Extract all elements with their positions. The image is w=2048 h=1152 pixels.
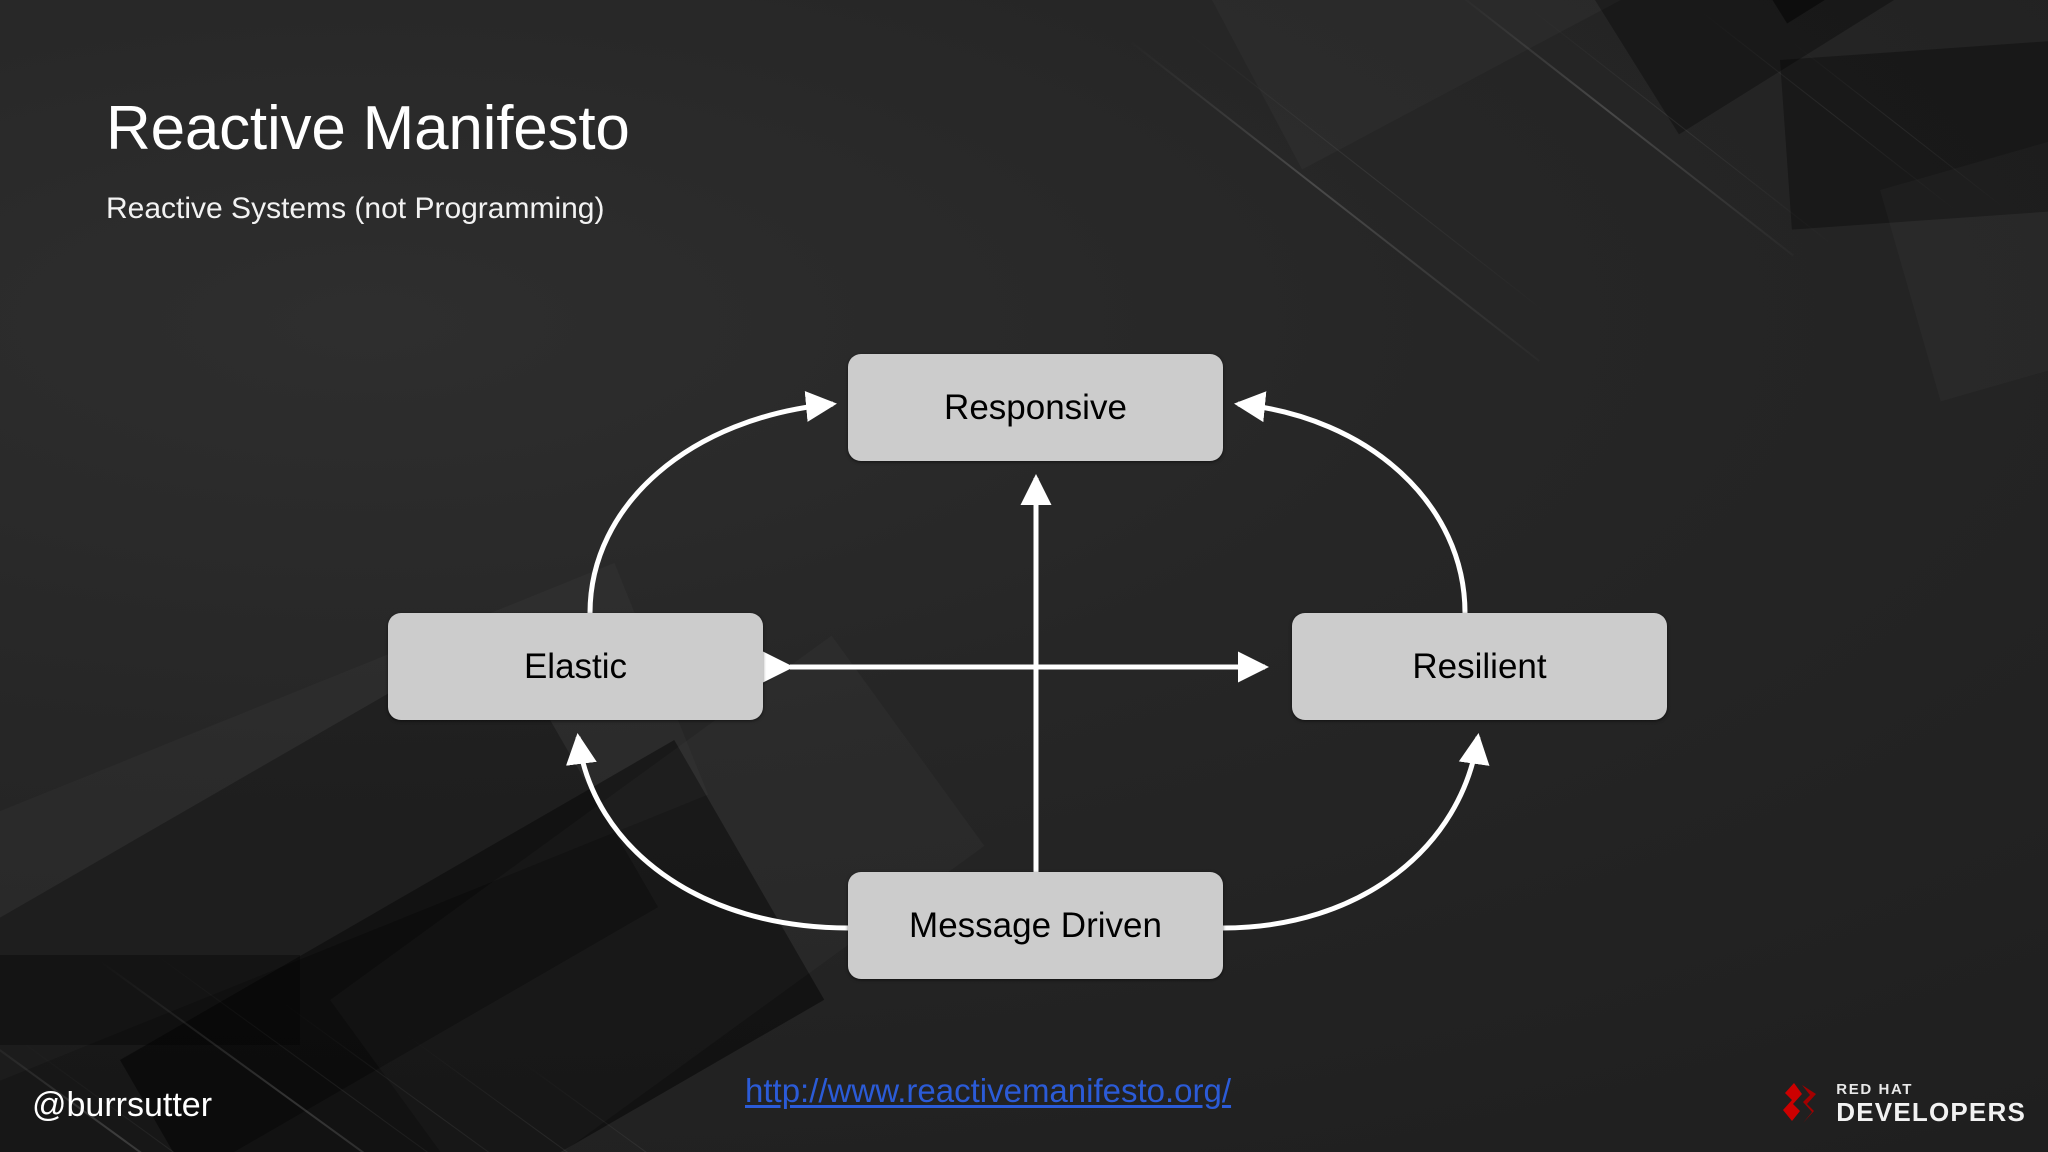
logo-line-1: RED HAT: [1836, 1080, 1914, 1098]
diagram-node-message-driven[interactable]: Message Driven: [848, 872, 1223, 979]
node-label: Resilient: [1412, 646, 1547, 686]
red-hat-logo-icon: [1783, 1083, 1817, 1123]
edge-message-to-elastic: [566, 733, 849, 931]
node-label: Elastic: [523, 646, 628, 686]
node-label: Responsive: [944, 387, 1127, 427]
page-subtitle: Reactive Systems (not Programming): [106, 192, 605, 225]
diagram-node-elastic[interactable]: Elastic: [388, 613, 763, 720]
author-handle: @burrsutter: [32, 1086, 213, 1124]
edge-message-to-resilient: [1222, 733, 1490, 931]
node-label: Message Driven: [909, 905, 1162, 945]
diagram-node-responsive[interactable]: Responsive: [848, 354, 1223, 461]
page-title: Reactive Manifesto: [106, 94, 630, 163]
logo-wordmark: RED HAT DEVELOPERS: [1836, 1082, 2026, 1125]
red-hat-developers-logo: RED HAT DEVELOPERS: [1772, 1080, 2026, 1126]
reactive-manifesto-link[interactable]: http://www.reactivemanifesto.org/: [745, 1072, 1232, 1109]
logo-line-2: DEVELOPERS: [1836, 1096, 2026, 1127]
edge-elastic-to-responsive: [587, 391, 837, 614]
diagram-node-resilient[interactable]: Resilient: [1292, 613, 1667, 720]
edge-resilient-to-responsive: [1234, 391, 1468, 614]
